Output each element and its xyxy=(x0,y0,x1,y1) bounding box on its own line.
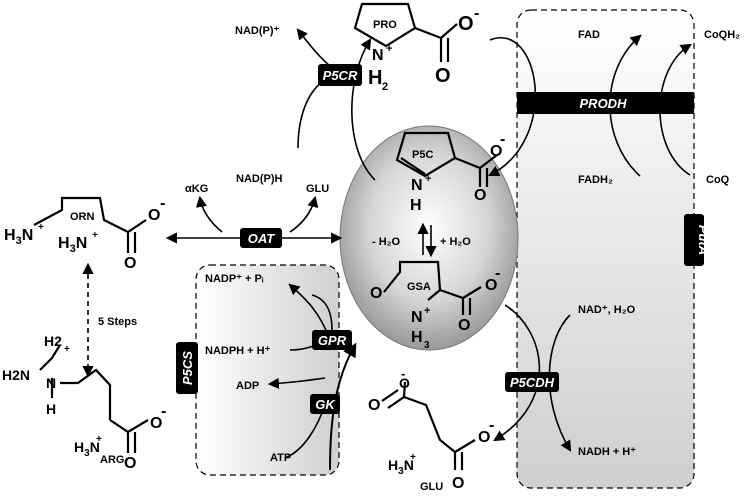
svg-text:PRODH: PRODH xyxy=(580,96,628,111)
cofactor-coqh2: CoQH₂ xyxy=(704,29,740,41)
svg-text:-: - xyxy=(489,417,494,434)
svg-text:GPR: GPR xyxy=(318,333,347,348)
enzyme-gk: GK xyxy=(310,394,340,414)
minus-water: - H₂O xyxy=(372,236,401,248)
svg-text:H3N: H3N xyxy=(4,227,33,247)
svg-text:H3N: H3N xyxy=(388,457,414,477)
svg-text:O: O xyxy=(478,429,490,446)
glu-label: GLU xyxy=(420,481,443,493)
svg-text:O: O xyxy=(370,285,382,302)
cofactor-akg: αKG xyxy=(185,183,208,195)
svg-text:N: N xyxy=(372,47,384,64)
svg-text:O: O xyxy=(458,317,470,334)
orn-label: ORN xyxy=(70,211,95,223)
svg-text:H: H xyxy=(410,197,422,214)
svg-text:+: + xyxy=(38,222,44,233)
svg-text:O: O xyxy=(368,397,380,414)
svg-text:-: - xyxy=(474,5,479,22)
p5c-structure: P5C N + H O - O xyxy=(395,131,505,214)
svg-text:H2: H2 xyxy=(44,333,62,349)
svg-text:O: O xyxy=(458,13,474,35)
cofactor-fadh2: FADH₂ xyxy=(578,174,613,186)
gsa-structure: GSA O N + H 3 O - O xyxy=(370,260,500,351)
proline-structure: PRO N + H 2 O O - xyxy=(353,2,479,93)
cofactor-coq: CoQ xyxy=(706,174,730,186)
svg-text:+: + xyxy=(425,173,431,185)
svg-text:GK: GK xyxy=(315,397,336,412)
p5c-label: P5C xyxy=(412,149,433,161)
svg-text:N: N xyxy=(411,309,423,326)
svg-text:OAT: OAT xyxy=(248,231,276,246)
cofactor-glu-oat: GLU xyxy=(306,183,329,195)
enzyme-prodh: PRODH xyxy=(517,92,694,114)
svg-text:O: O xyxy=(474,187,486,204)
ornithine-structure: ORN H3N + H3N + O - O xyxy=(4,195,165,272)
svg-text:O: O xyxy=(452,475,464,492)
svg-text:PutA: PutA xyxy=(696,225,711,255)
glutamate-structure: - O O H3N + GLU O - O xyxy=(368,366,494,493)
svg-text:O: O xyxy=(124,455,136,472)
cofactor-adp: ADP xyxy=(236,380,259,392)
p5cs-box xyxy=(195,264,340,476)
svg-text:-: - xyxy=(161,403,166,420)
enzyme-p5cr: P5CR xyxy=(318,64,362,86)
svg-text:+: + xyxy=(386,43,392,55)
plus-water: + H₂O xyxy=(440,236,471,248)
svg-text:P5CS: P5CS xyxy=(180,351,195,385)
svg-text:3: 3 xyxy=(424,340,430,351)
pro-label: PRO xyxy=(373,19,397,31)
svg-text:H: H xyxy=(368,67,382,89)
svg-text:O: O xyxy=(150,415,162,432)
arg-label: ARG xyxy=(100,454,124,466)
svg-text:N: N xyxy=(46,375,56,391)
svg-text:H2N: H2N xyxy=(2,367,30,383)
svg-text:O: O xyxy=(485,277,497,294)
gsa-label: GSA xyxy=(407,281,431,293)
svg-text:+: + xyxy=(92,230,98,241)
svg-text:P5CR: P5CR xyxy=(323,68,358,83)
cofactor-nadph: NAD(P)H xyxy=(236,173,282,185)
cofactor-nad-h2o: NAD⁺, H₂O xyxy=(578,304,636,316)
cofactor-fad: FAD xyxy=(578,29,600,41)
cofactor-nadh-h: NADH + H⁺ xyxy=(578,446,636,458)
arginine-structure: H2 + H2N N H H3N + ARG O - O xyxy=(2,333,166,472)
enzyme-oat: OAT xyxy=(240,228,282,248)
puta-box xyxy=(516,9,695,489)
svg-text:O: O xyxy=(435,65,451,87)
svg-text:P5CDH: P5CDH xyxy=(510,375,555,390)
cofactor-nadph-h: NADPH + H⁺ xyxy=(205,345,271,357)
svg-text:+: + xyxy=(424,305,430,317)
cofactor-atp: ATP xyxy=(270,452,291,464)
enzyme-gpr: GPR xyxy=(312,330,352,350)
cofactor-nadp-pi: NADP⁺ + Pᵢ xyxy=(205,273,264,285)
svg-text:+: + xyxy=(64,344,70,355)
svg-text:N: N xyxy=(411,177,423,194)
svg-text:2: 2 xyxy=(382,81,388,93)
svg-text:O: O xyxy=(490,143,502,160)
five-steps-label: 5 Steps xyxy=(98,316,137,328)
svg-text:+: + xyxy=(410,452,416,463)
svg-text:-: - xyxy=(160,195,165,212)
svg-text:H: H xyxy=(46,401,56,417)
enzyme-puta: PutA xyxy=(684,214,711,266)
svg-text:H3N: H3N xyxy=(58,235,87,255)
enzyme-p5cs: P5CS xyxy=(176,342,198,394)
svg-text:H3N: H3N xyxy=(74,439,100,459)
svg-text:O: O xyxy=(148,207,160,224)
svg-text:-: - xyxy=(495,265,500,282)
svg-text:-: - xyxy=(401,366,405,381)
svg-text:O: O xyxy=(399,375,410,391)
svg-text:O: O xyxy=(124,255,136,272)
svg-text:H: H xyxy=(411,329,423,346)
svg-text:-: - xyxy=(500,131,505,148)
enzyme-p5cdh: P5CDH xyxy=(505,372,559,392)
cofactor-nadp-plus: NAD(P)⁺ xyxy=(235,25,279,37)
svg-text:+: + xyxy=(96,434,102,445)
